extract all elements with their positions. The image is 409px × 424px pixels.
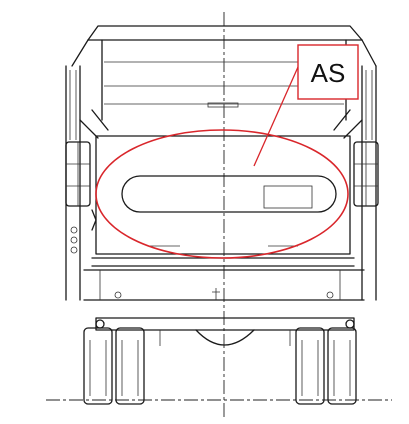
right-tail-lamp	[353, 141, 379, 207]
callout-leader-line	[253, 57, 303, 167]
tailgate-panel	[91, 135, 355, 267]
callout-label: AS	[311, 58, 346, 88]
callout-annotation: AS	[95, 44, 359, 259]
rear-bumper	[70, 209, 365, 301]
rear-axle	[95, 317, 355, 346]
highlight-ellipse	[95, 129, 349, 259]
right-wheels	[295, 327, 357, 405]
left-tail-lamp	[65, 141, 91, 207]
left-wheels	[83, 327, 145, 405]
right-pillar	[333, 65, 377, 301]
callout-label-box	[297, 44, 359, 100]
hopper-top	[71, 25, 377, 121]
